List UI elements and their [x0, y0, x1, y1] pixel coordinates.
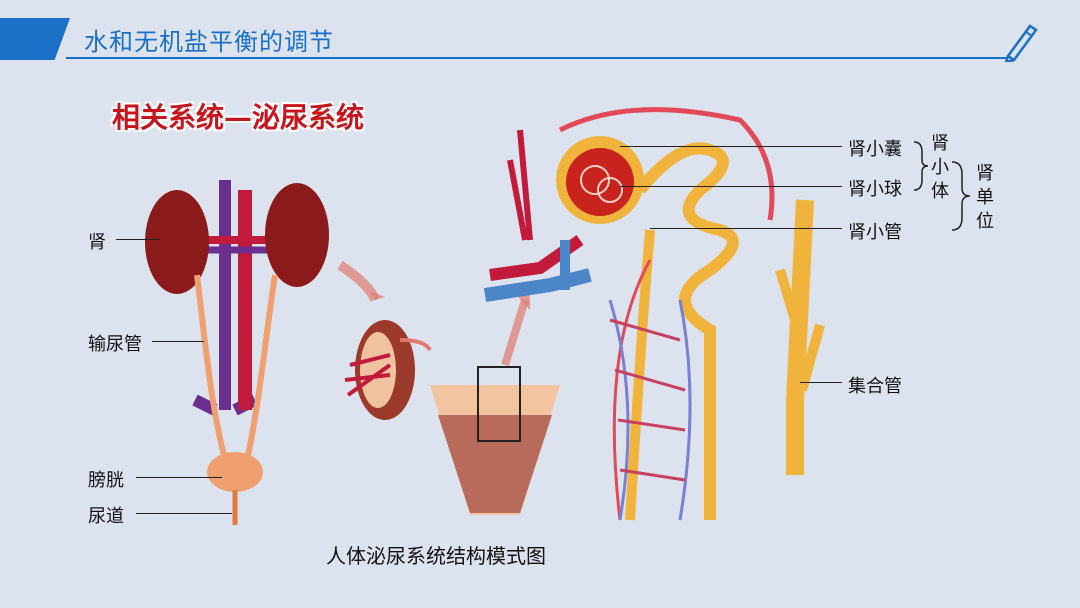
leader-line — [136, 477, 222, 478]
label-kidney: 肾 — [88, 232, 106, 253]
leader-line — [116, 239, 160, 240]
label-renal-corpuscle: 肾小体 — [931, 133, 949, 202]
label-glomerulus: 肾小球 — [848, 179, 902, 200]
leader-line — [620, 186, 842, 187]
label-bladder: 膀胱 — [88, 470, 124, 491]
label-collecting-duct: 集合管 — [848, 376, 902, 397]
header-accent-bar — [0, 18, 70, 60]
leader-line — [800, 382, 842, 383]
nephron-figure — [483, 107, 825, 521]
pen-icon — [1004, 24, 1038, 62]
leader-line — [152, 341, 204, 342]
label-urethra: 尿道 — [88, 506, 124, 527]
nephron-brace — [951, 161, 971, 231]
label-tubule: 肾小管 — [848, 222, 902, 243]
page-title: 水和无机盐平衡的调节 — [84, 28, 334, 56]
urinary-system-figure — [145, 180, 329, 525]
leader-line — [620, 146, 842, 147]
section-subtitle: 相关系统—泌尿系统 — [112, 101, 365, 134]
label-ureter: 输尿管 — [88, 334, 142, 355]
label-capsule: 肾小囊 — [848, 139, 902, 160]
leader-line — [650, 228, 842, 229]
kidney-section-figure — [337, 260, 560, 515]
label-nephron: 肾单位 — [976, 163, 994, 232]
leader-line — [136, 513, 232, 514]
corpuscle-brace — [913, 141, 929, 191]
figure-caption: 人体泌尿系统结构模式图 — [326, 544, 546, 568]
header-divider — [66, 57, 1008, 59]
